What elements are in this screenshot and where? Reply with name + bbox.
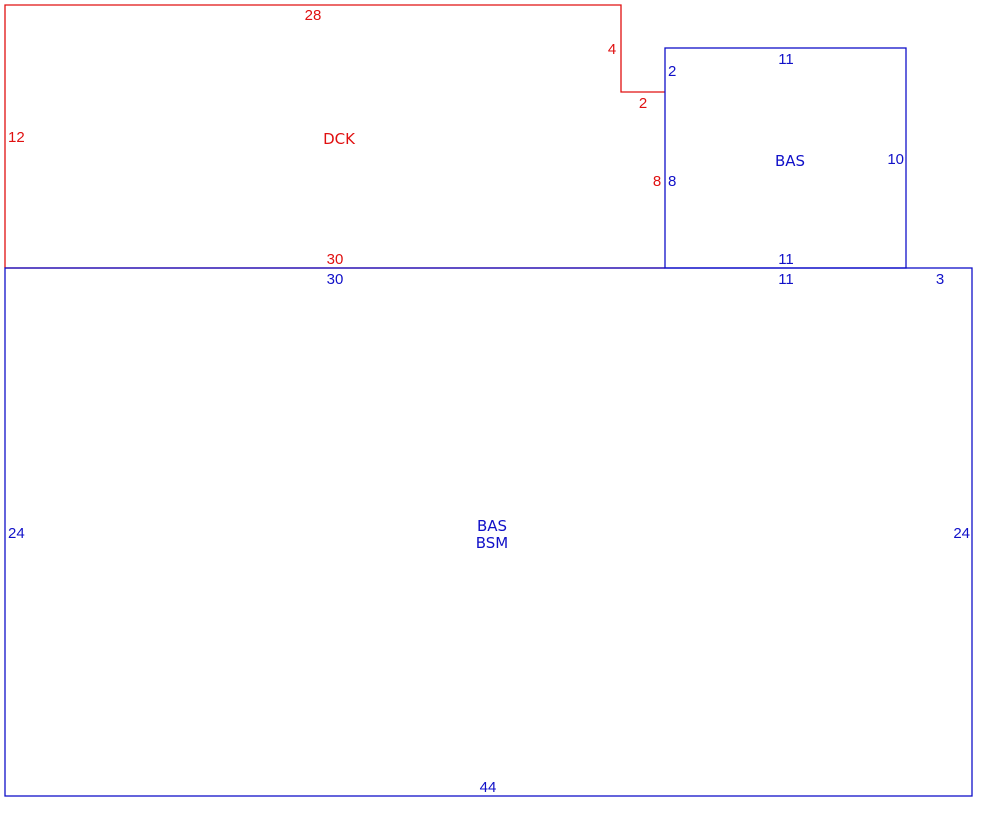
main-bas-bsm-outline [4,267,973,797]
annex-area-name: BAS [775,152,805,170]
deck-outline [4,4,665,268]
annex-dim-bottom: 11 [778,251,794,268]
main-dim-top-right: 3 [936,271,944,288]
main-dim-right: 24 [953,525,970,542]
deck-area-name: DCK [323,130,356,148]
annex-dim-left: 8 [668,173,676,190]
deck-dim-step-across: 2 [639,95,647,112]
annex-dim-left-upper: 2 [668,63,676,80]
deck-dim-step-down: 4 [608,41,616,58]
main-dim-bottom: 44 [480,779,497,796]
annex-dim-right: 10 [887,151,904,168]
main-dim-top-mid: 11 [778,271,794,288]
main-area-name-line1: BAS [477,517,507,535]
deck-dim-top: 28 [305,7,322,24]
main-dim-top-left: 30 [327,271,344,288]
deck-dim-bottom: 30 [327,251,344,268]
annex-dim-top: 11 [778,51,794,68]
main-area-name-line2: BSM [476,534,509,552]
deck-dim-left: 12 [8,129,25,146]
deck-dim-right: 8 [653,173,661,190]
main-dim-left: 24 [8,525,25,542]
